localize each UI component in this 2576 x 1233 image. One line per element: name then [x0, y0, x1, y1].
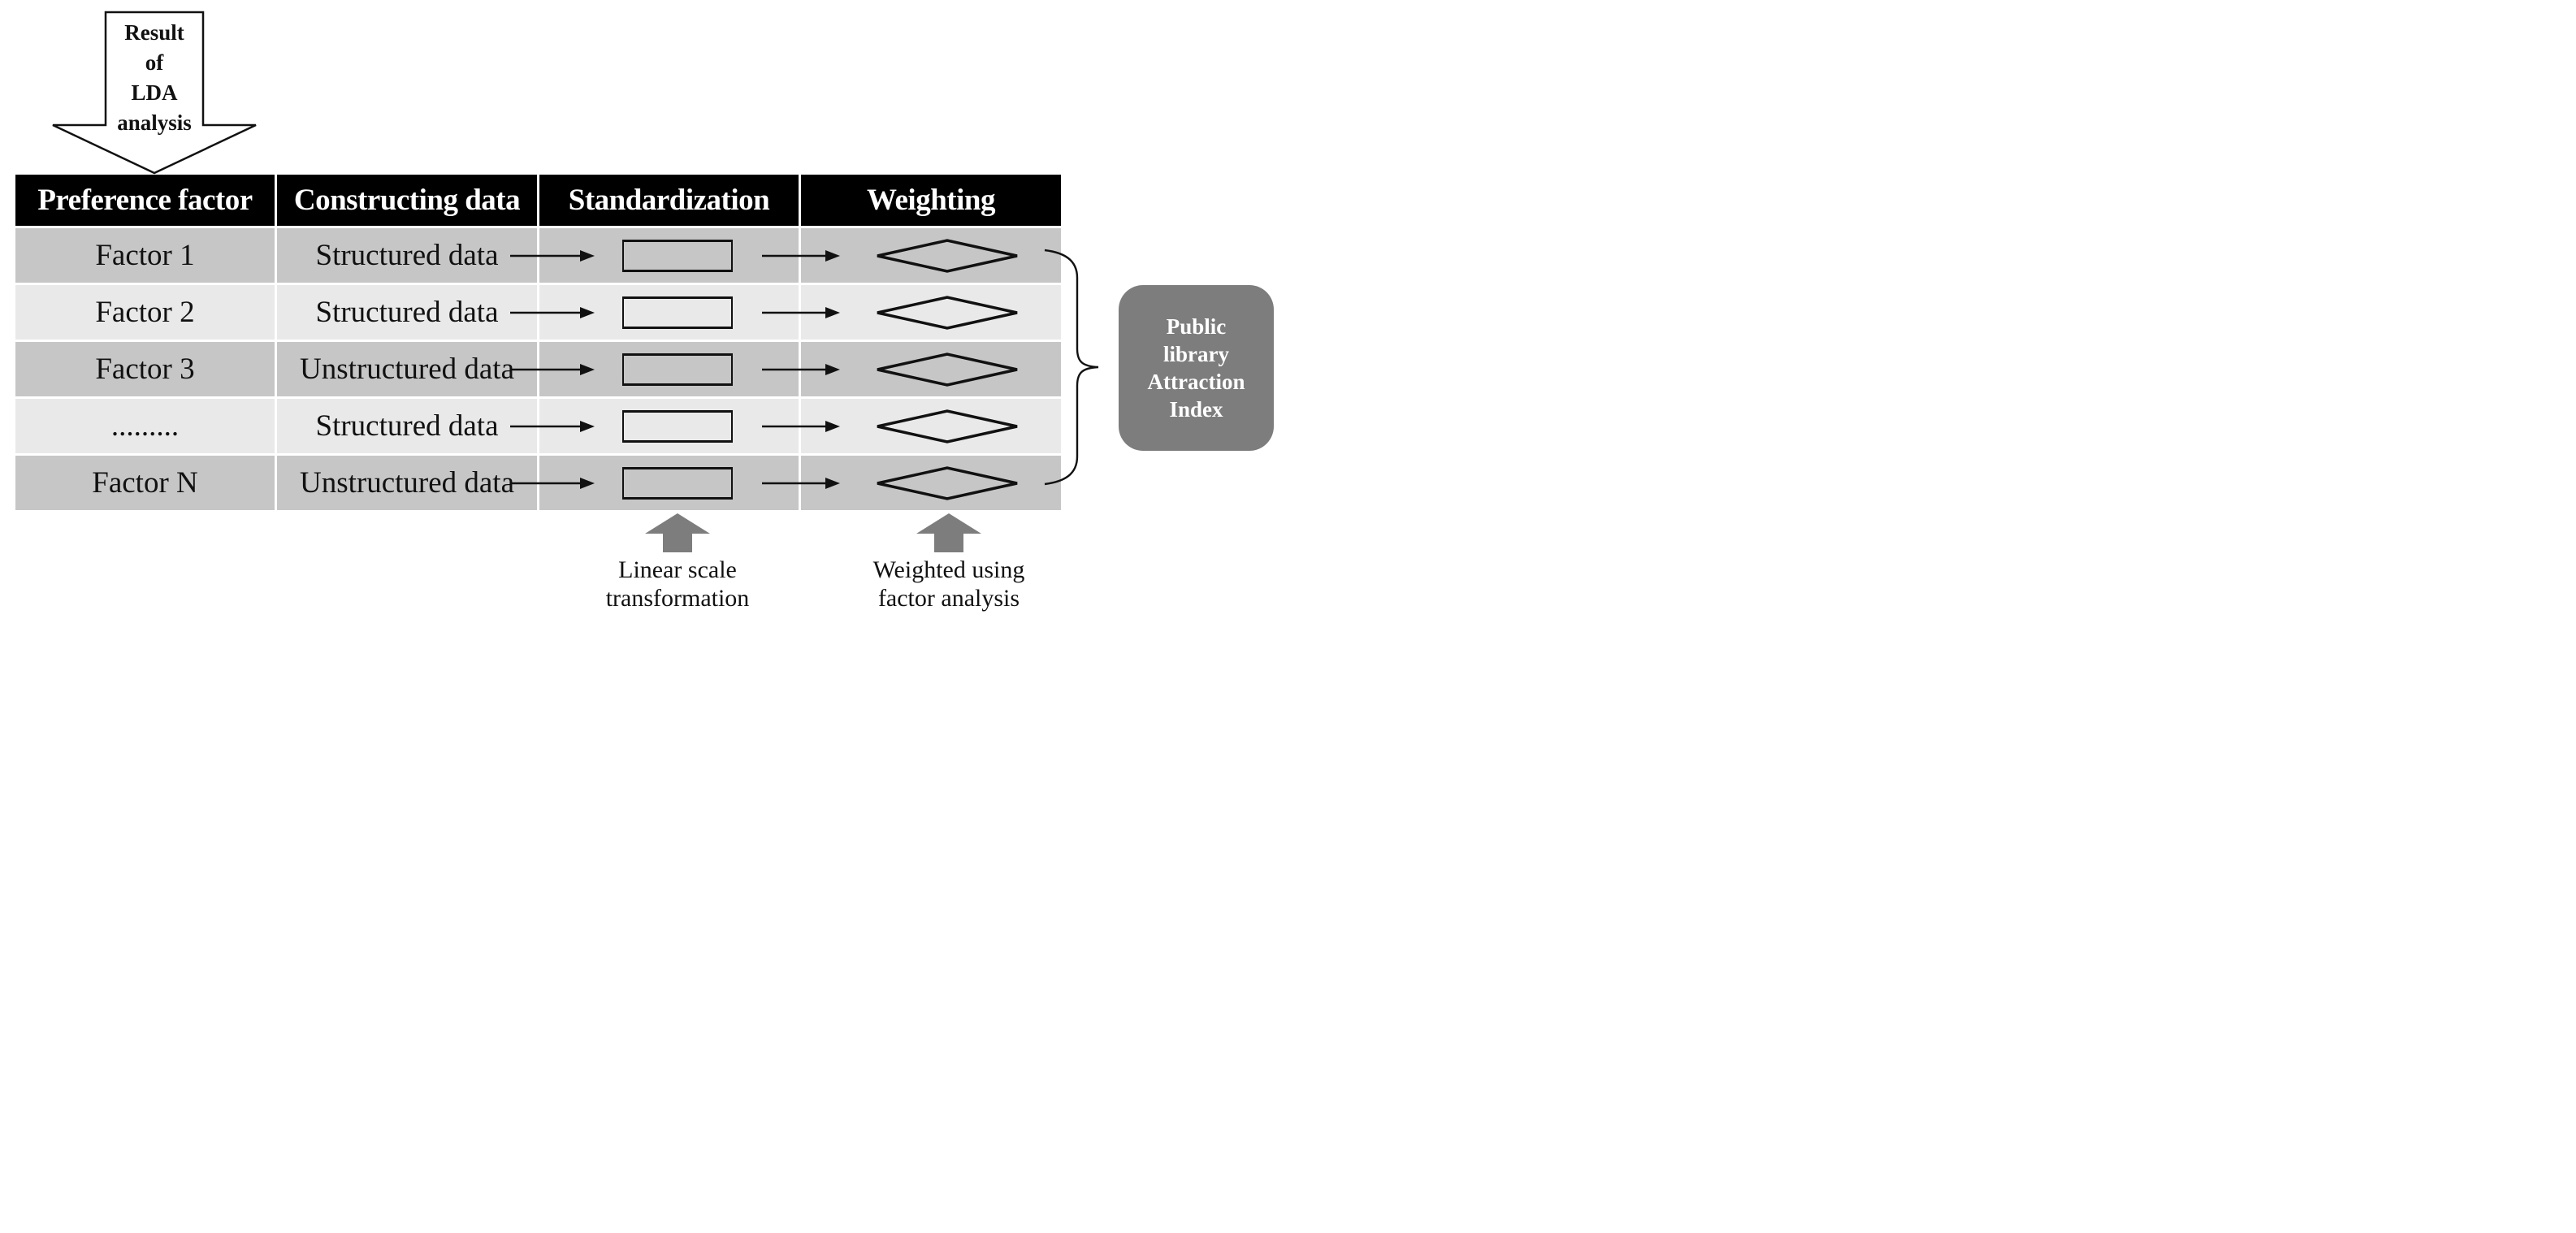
weighting-cell [801, 456, 1061, 510]
weighting-cell [801, 342, 1061, 396]
weighting-cell [801, 228, 1061, 283]
data-type-label: Structured data [315, 296, 499, 329]
weighting-diamond-icon [877, 295, 1018, 330]
data-type-label: Unstructured data [299, 466, 515, 500]
table-row: Factor 2 Structured data [15, 285, 1061, 340]
standardization-box [622, 296, 733, 329]
table-row: ......... Structured data [15, 399, 1061, 453]
flow-arrow-icon [762, 420, 840, 432]
down-block-arrow-icon [52, 11, 257, 175]
preference-factor-cell: Factor 2 [15, 285, 275, 340]
flow-arrow-icon [510, 306, 595, 318]
table-header-row: Preference factor Constructing data Stan… [15, 175, 1061, 226]
up-arrow-icon [645, 513, 710, 552]
constructing-data-cell: Structured data [277, 285, 537, 340]
up-arrow-icon [916, 513, 981, 552]
factor-label: Factor 1 [95, 239, 195, 272]
table-row: Factor N Unstructured data [15, 456, 1061, 510]
weighting-diamond-icon [877, 238, 1018, 273]
flow-arrow-icon [762, 477, 840, 489]
table-row: Factor 3 Unstructured data [15, 342, 1061, 396]
preference-factor-cell: Factor N [15, 456, 275, 510]
standardization-cell [539, 456, 799, 510]
constructing-data-cell: Structured data [277, 399, 537, 453]
data-type-label: Unstructured data [299, 353, 515, 386]
weighting-cell [801, 285, 1061, 340]
constructing-data-cell: Unstructured data [277, 456, 537, 510]
factor-label: Factor N [92, 466, 198, 500]
standardization-box [622, 353, 733, 386]
data-type-label: Structured data [315, 239, 499, 272]
factor-label: Factor 2 [95, 296, 195, 329]
flow-arrow-icon [762, 249, 840, 262]
flow-arrow-icon [510, 363, 595, 375]
header-constructing-data: Constructing data [277, 175, 537, 226]
weighting-diamond-icon [877, 409, 1018, 443]
constructing-data-cell: Structured data [277, 228, 537, 283]
flow-arrow-icon [510, 477, 595, 489]
factor-table: Preference factor Constructing data Stan… [15, 175, 1061, 510]
factor-label: ......... [110, 409, 180, 443]
weighting-cell [801, 399, 1061, 453]
weighting-diamond-icon [877, 465, 1018, 500]
flow-arrow-icon [510, 420, 595, 432]
table-row: Factor 1 Structured data [15, 228, 1061, 283]
header-preference-factor: Preference factor [15, 175, 275, 226]
preference-factor-cell: ......... [15, 399, 275, 453]
factor-label: Factor 3 [95, 353, 195, 386]
table-body: Factor 1 Structured data Factor 2 Struct… [15, 228, 1061, 510]
curly-brace-icon [1044, 249, 1099, 486]
flow-arrow-icon [762, 306, 840, 318]
weighting-diamond-icon [877, 352, 1018, 387]
preference-factor-cell: Factor 3 [15, 342, 275, 396]
flow-arrow-icon [510, 249, 595, 262]
preference-factor-cell: Factor 1 [15, 228, 275, 283]
standardization-box [622, 409, 733, 443]
standardization-box [622, 239, 733, 272]
constructing-data-cell: Unstructured data [277, 342, 537, 396]
standardization-box [622, 466, 733, 500]
data-type-label: Structured data [315, 409, 499, 443]
flow-arrow-icon [762, 363, 840, 375]
header-standardization: Standardization [539, 175, 799, 226]
header-weighting: Weighting [801, 175, 1061, 226]
